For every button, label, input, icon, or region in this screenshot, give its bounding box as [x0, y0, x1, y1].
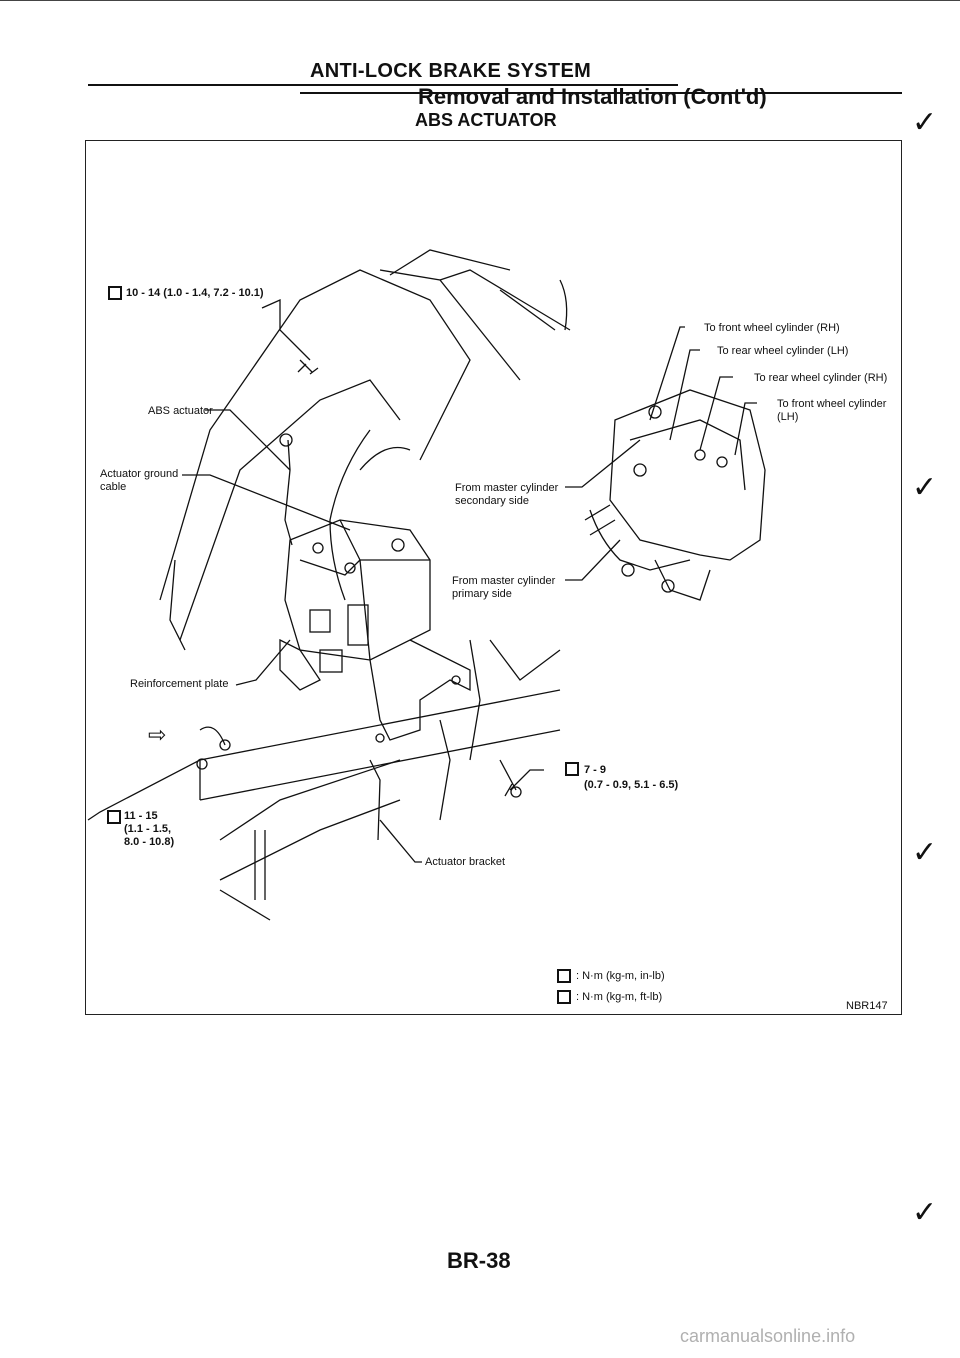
check-mark-icon: ✓ [912, 1195, 938, 1230]
legend-ftlb: : N·m (kg-m, ft-lb) [576, 991, 663, 1003]
rear-rh-label: To rear wheel cylinder (RH) [754, 372, 888, 384]
rear-lh-label: To rear wheel cylinder (LH) [717, 345, 849, 357]
section-title: ANTI-LOCK BRAKE SYSTEM [310, 60, 592, 82]
page-subtitle: ABS ACTUATOR [415, 110, 557, 130]
torque-right-label-2: (0.7 - 0.9, 5.1 - 6.5) [584, 779, 679, 791]
figure-code: NBR147 [846, 1000, 888, 1012]
watermark: carmanualsonline.info [680, 1326, 856, 1346]
torque-left-label: 11 - 15 [124, 810, 158, 822]
actuator-bracket-label: Actuator bracket [425, 856, 506, 868]
torque-inlb-icon [565, 762, 579, 781]
legend-inlb: : N·m (kg-m, in-lb) [576, 970, 665, 982]
torque-left-label-2: (1.1 - 1.5, [124, 823, 172, 835]
master-secondary-label-2: secondary side [455, 495, 529, 507]
page-title: Removal and Installation (Cont'd) [418, 84, 767, 109]
torque-ftlb-icon [107, 810, 121, 829]
torque-ftlb-icon [557, 990, 571, 1009]
torque-left-label-3: 8.0 - 10.8) [124, 836, 175, 848]
front-lh-label: To front wheel cylinder [777, 398, 887, 410]
check-mark-icon: ✓ [912, 470, 938, 505]
torque-top-label: 10 - 14 (1.0 - 1.4, 7.2 - 10.1) [126, 287, 264, 299]
torque-right-label: 7 - 9 [584, 764, 607, 776]
front-lh-label-2: (LH) [777, 411, 799, 423]
master-primary-label: From master cylinder [452, 575, 556, 587]
page-number: BR-38 [447, 1248, 511, 1273]
title-rule [300, 92, 902, 94]
front-rh-label: To front wheel cylinder (RH) [704, 322, 840, 334]
ground-cable-label: Actuator ground [100, 468, 179, 480]
torque-inlb-icon [557, 969, 571, 988]
reinforcement-plate-label: Reinforcement plate [130, 678, 229, 690]
ground-cable-label-2: cable [100, 481, 127, 493]
torque-ftlb-icon [108, 286, 122, 305]
check-mark-icon: ✓ [912, 105, 938, 140]
master-secondary-label: From master cylinder [455, 482, 559, 494]
master-primary-label-2: primary side [452, 588, 512, 600]
figure-frame [85, 140, 902, 1015]
abs-actuator-label: ABS actuator [148, 405, 213, 417]
header-rule [88, 84, 678, 86]
front-arrow-icon: ⇨ [148, 722, 167, 747]
check-mark-icon: ✓ [912, 835, 938, 870]
top-rule [0, 0, 960, 1]
